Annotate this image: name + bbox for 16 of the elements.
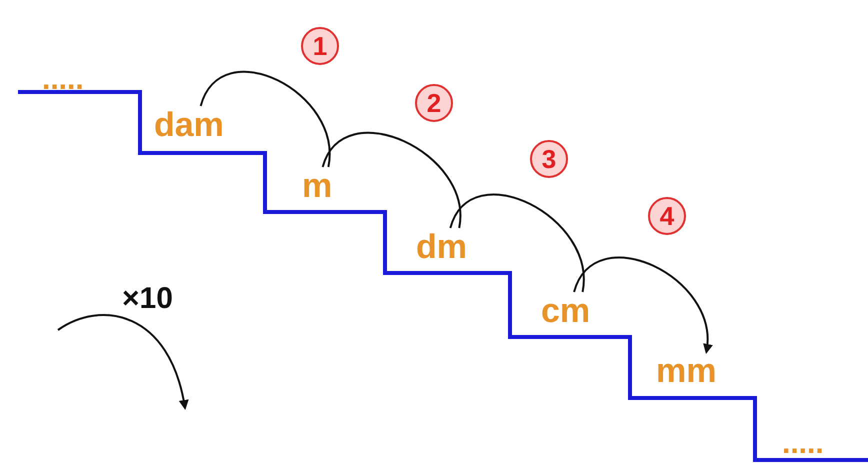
curved-line [322,132,461,228]
step-number: 1 [301,27,339,65]
step-number: 4 [648,197,686,235]
ellipsis-text: ..... [42,68,84,92]
unit-label: dam [150,106,228,144]
curved-arrow [573,256,712,354]
step-number: 3 [530,140,568,178]
unit-label: cm [537,292,594,330]
ellipsis-text: ..... [782,432,824,456]
legend-label: ×10 [122,282,173,316]
curved-line [200,70,330,168]
unit-label: mm [652,352,720,390]
unit-label: dm [412,228,471,266]
step-number: 2 [415,84,453,122]
curved-line [449,194,584,292]
unit-label: m [298,167,336,205]
